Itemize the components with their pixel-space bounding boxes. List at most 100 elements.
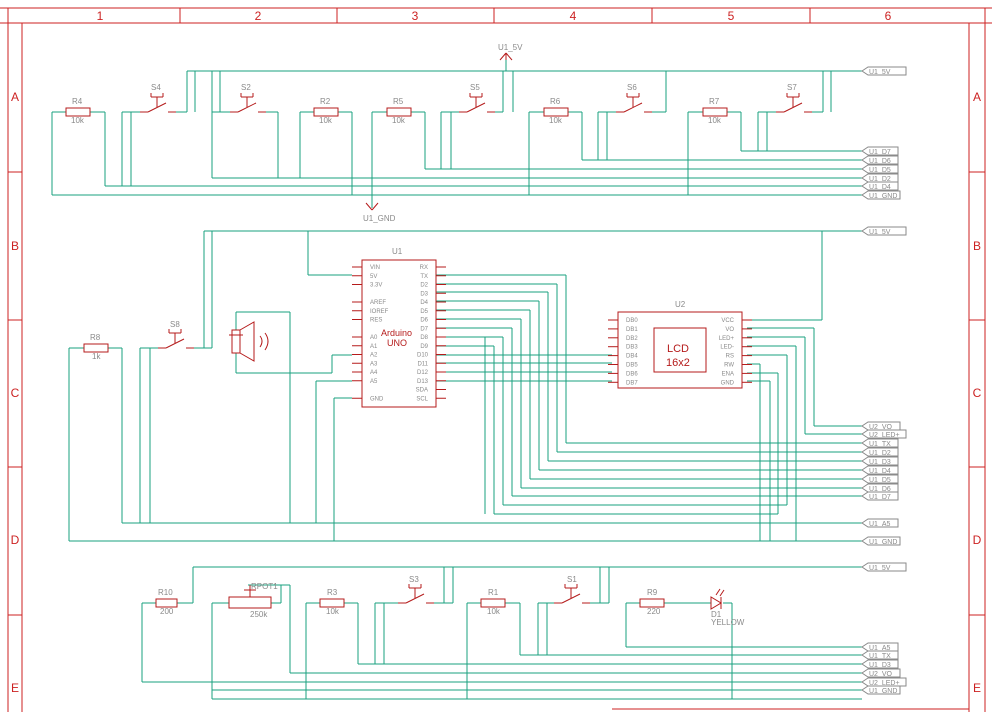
pin-label: D8	[420, 335, 428, 341]
svg-text:U1_GND: U1_GND	[869, 688, 897, 695]
pin-label: A3	[370, 361, 378, 367]
pin-label: DB3	[626, 345, 638, 351]
pin-label: DB0	[626, 318, 638, 324]
svg-text:U1_D6: U1_D6	[869, 158, 891, 165]
col-label-2: 2	[255, 9, 262, 23]
pin-label: D6	[420, 318, 428, 324]
top-power-label: U1_5V	[498, 43, 523, 52]
switch-s4	[140, 93, 176, 113]
pin-label: SCL	[416, 396, 428, 402]
net-label: U1_TX	[861, 650, 899, 660]
resistor-r3	[319, 598, 345, 608]
r2-name: R2	[320, 97, 331, 106]
net-label: U1_GND	[861, 685, 901, 695]
net-label: U1_D3	[861, 659, 899, 669]
row-label-b-right: B	[973, 239, 981, 253]
pin-label: VO	[725, 327, 734, 333]
net-label: U1_A5	[861, 642, 899, 652]
svg-text:U1_5V: U1_5V	[869, 229, 891, 236]
net-label: U1_D5	[861, 474, 899, 484]
pin-label: RS	[726, 354, 734, 360]
svg-text:U2_VO: U2_VO	[869, 671, 893, 678]
svg-text:U1_A5: U1_A5	[869, 521, 891, 528]
net-label: U2_VO	[861, 421, 901, 431]
net-label: U2_LED+	[861, 677, 907, 687]
pin-label: 5V	[370, 274, 377, 280]
pin-label: AREF	[370, 300, 386, 306]
pin-label: DB2	[626, 336, 638, 342]
col-label-4: 4	[570, 9, 577, 23]
top-ground-symbol	[365, 202, 379, 211]
pin-label: D12	[417, 370, 429, 376]
svg-text:U1_D3: U1_D3	[869, 662, 891, 669]
pin-label: SDA	[416, 388, 428, 394]
net-label: U1_D7	[861, 146, 899, 156]
s2-label: S2	[241, 83, 251, 92]
s5-label: S5	[470, 83, 480, 92]
bottom-part-labels: R10 200 RPOT1 250k R3 10k S3 R1 10k S1 R…	[158, 575, 745, 627]
middle-net-labels: U1_5V U2_VO U2_LED+ U1_TX U1_D2 U1_D3 U1…	[861, 226, 907, 546]
top-power-symbol	[499, 52, 513, 61]
col-label-3: 3	[412, 9, 419, 23]
pin-label: D2	[420, 283, 428, 289]
svg-text:U1_D4: U1_D4	[869, 468, 891, 475]
pin-label: D3	[420, 291, 428, 297]
net-label: U1_D3	[861, 456, 899, 466]
pin-label: 3.3V	[370, 283, 382, 289]
r3-name: R3	[327, 588, 338, 597]
svg-text:U1_D4: U1_D4	[869, 184, 891, 191]
net-label: U1_5V	[861, 226, 907, 236]
r7-name: R7	[709, 97, 720, 106]
r1-name: R1	[488, 588, 499, 597]
pin-label: VIN	[370, 265, 380, 271]
row-label-a-right: A	[973, 90, 981, 104]
net-label: U1_D6	[861, 483, 899, 493]
svg-text:U1_D2: U1_D2	[869, 450, 891, 457]
svg-text:U1_5V: U1_5V	[869, 69, 891, 76]
col-label-1: 1	[97, 9, 104, 23]
potentiometer-rpot1	[228, 596, 272, 609]
r5-name: R5	[393, 97, 404, 106]
s4-label: S4	[151, 83, 161, 92]
lcd-title-2: 16x2	[666, 357, 690, 369]
pin-label: DB1	[626, 327, 638, 333]
pin-label: VCC	[721, 318, 734, 324]
pin-label: DB6	[626, 371, 638, 377]
pin-label: DB5	[626, 363, 638, 369]
net-label: U1_5V	[861, 66, 907, 76]
uno-title-1: Arduino	[381, 328, 412, 338]
bottom-net-labels: U1_5V U1_A5 U1_TX U1_D3 U2_VO U2_LED+ U1…	[861, 562, 907, 695]
r1-value: 10k	[487, 607, 501, 616]
top-net-labels: U1_5V U1_D7 U1_D6 U1_D5 U1_D2 U1_D4 U1_G…	[861, 66, 907, 200]
resistor-r9	[639, 598, 665, 608]
r3-value: 10k	[326, 607, 340, 616]
pin-label: LED+	[719, 336, 735, 342]
s1-label: S1	[567, 575, 577, 584]
row-label-a-left: A	[11, 90, 19, 104]
svg-text:U2_LED+: U2_LED+	[869, 680, 900, 687]
svg-text:U1_TX: U1_TX	[869, 653, 891, 660]
net-label: U1_D2	[861, 173, 899, 183]
net-label: U1_D4	[861, 181, 899, 191]
row-label-d-right: D	[973, 533, 982, 547]
net-label: U1_D7	[861, 491, 899, 501]
speaker-icon	[229, 321, 269, 362]
arduino-uno: U1 Arduino UNO VIN5V3.3VAREFIOREFRESA0A1…	[352, 247, 446, 408]
bottom-wires	[141, 566, 862, 700]
pin-label: GND	[721, 380, 735, 386]
net-label: U1_A5	[861, 518, 899, 528]
lcd-title-1: LCD	[667, 343, 689, 355]
r8-name: R8	[90, 333, 101, 342]
col-label-5: 5	[728, 9, 735, 23]
pin-label: ENA	[722, 371, 734, 377]
s7-label: S7	[787, 83, 797, 92]
pin-label: TX	[420, 274, 428, 280]
r6-value: 10k	[549, 116, 563, 125]
row-label-e-left: E	[11, 681, 19, 695]
pin-label: RES	[370, 318, 382, 324]
lcd-ref: U2	[675, 300, 686, 309]
switch-s6	[616, 93, 652, 113]
